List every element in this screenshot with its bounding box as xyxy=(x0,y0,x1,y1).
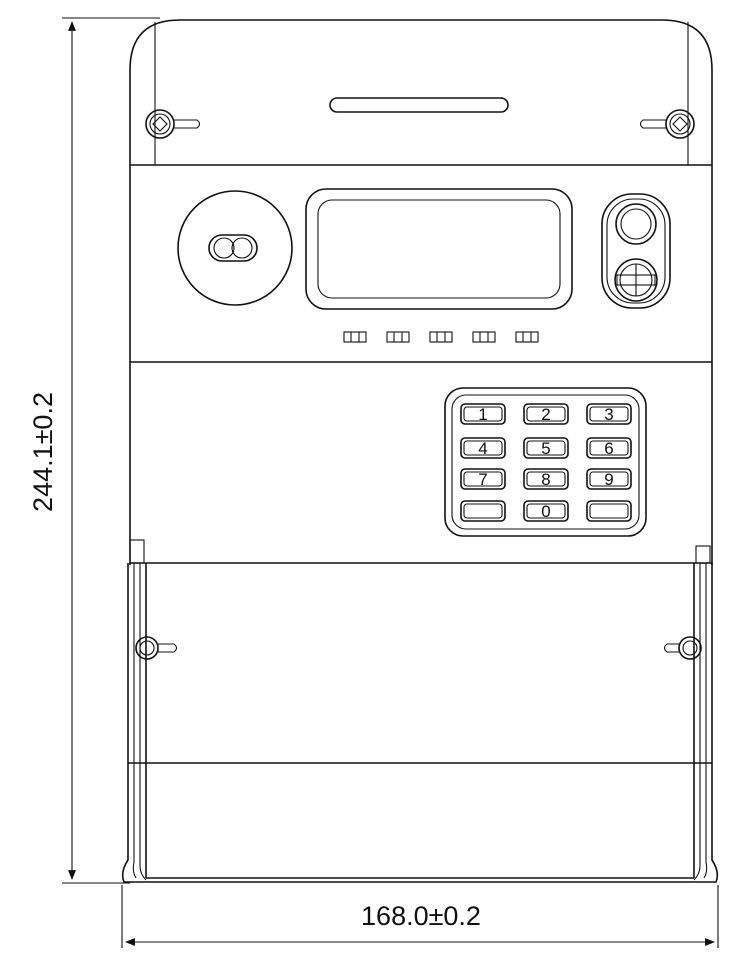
top-slot xyxy=(329,97,509,113)
width-label: 168.0±0.2 xyxy=(361,901,481,931)
keypad-key[interactable]: 9 xyxy=(586,468,632,490)
meter-body xyxy=(129,19,713,565)
screw-top-left xyxy=(145,109,201,139)
keypad: 1 2 3 4 5 6 7 8 9 0 xyxy=(444,387,647,537)
key-label: 8 xyxy=(541,470,550,489)
keypad-key[interactable] xyxy=(586,500,632,522)
keypad-key[interactable]: 2 xyxy=(523,403,569,425)
lcd-window xyxy=(305,188,573,310)
key-label: 0 xyxy=(541,502,550,521)
screw-top-right xyxy=(639,109,695,139)
keypad-key[interactable]: 5 xyxy=(523,437,569,459)
keypad-key[interactable]: 8 xyxy=(523,468,569,490)
keypad-key[interactable]: 1 xyxy=(460,403,506,425)
screw-cover-right xyxy=(663,636,702,660)
terminal-cover xyxy=(121,539,719,883)
key-label: 4 xyxy=(478,439,487,458)
indicator-led xyxy=(515,331,539,343)
height-label: 244.1±0.2 xyxy=(28,392,58,512)
keypad-key[interactable]: 7 xyxy=(460,468,506,490)
key-label: 9 xyxy=(604,470,613,489)
indicator-leds xyxy=(343,331,539,343)
indicator-led xyxy=(429,331,453,343)
push-button-icon xyxy=(615,203,657,245)
width-dimension: 168.0±0.2 xyxy=(121,885,719,948)
keypad-key[interactable] xyxy=(460,500,506,522)
keypad-key[interactable]: 3 xyxy=(586,403,632,425)
key-label: 2 xyxy=(541,405,550,424)
indicator-led xyxy=(386,331,410,343)
keypad-key[interactable]: 6 xyxy=(586,437,632,459)
key-label: 6 xyxy=(604,439,613,458)
button-lock-panel xyxy=(601,193,671,309)
indicator-led xyxy=(343,331,367,343)
lock-icon xyxy=(614,258,658,302)
key-label: 3 xyxy=(604,405,613,424)
key-label: 5 xyxy=(541,439,550,458)
keypad-key[interactable]: 0 xyxy=(523,500,569,522)
indicator-led xyxy=(472,331,496,343)
height-dimension: 244.1±0.2 xyxy=(28,17,160,884)
optical-port xyxy=(177,190,293,306)
keypad-key[interactable]: 4 xyxy=(460,437,506,459)
screw-cover-left xyxy=(135,636,178,660)
key-label: 1 xyxy=(478,405,487,424)
key-label: 7 xyxy=(478,470,487,489)
